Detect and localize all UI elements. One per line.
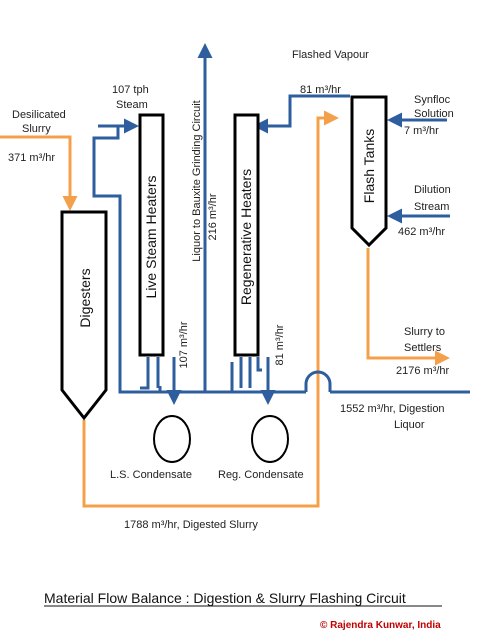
liquor-circuit-label: Liquor to Bauxite Grinding Circuit: [191, 100, 203, 261]
synfloc-flow: 7 m³/hr: [404, 125, 439, 137]
flash-tanks-label: Flash Tanks: [361, 129, 377, 203]
copyright-text: © Rajendra Kunwar, India: [320, 620, 441, 631]
live-steam-heaters-label: Live Steam Heaters: [143, 176, 159, 299]
flash-bottom-return-line: [256, 357, 262, 372]
settlers-label-2: Settlers: [404, 342, 442, 354]
flashed-vapour-line: [253, 94, 350, 134]
flashed-vapour-flow: 81 m³/hr: [300, 84, 341, 96]
steam-word: Steam: [116, 99, 148, 111]
digested-slurry-line: [82, 110, 339, 508]
heater-return-line-1: [140, 357, 160, 390]
dilution-flow: 462 m³/hr: [398, 226, 445, 238]
flashed-vapour-label: Flashed Vapour: [292, 49, 369, 61]
ls-condensate-flow: 107 m³/hr: [178, 321, 190, 368]
diagram-title: Material Flow Balance : Digestion & Slur…: [44, 590, 406, 606]
digestion-liquor-label-2: Liquor: [394, 419, 425, 431]
dilution-label-2: Stream: [414, 201, 449, 213]
regenerative-heaters-label: Regenerative Heaters: [238, 169, 254, 305]
desilicated-label-1: Desilicated: [12, 109, 66, 121]
reg-condensate-tank: [251, 415, 289, 463]
desilicated-flow: 371 m³/hr: [8, 152, 55, 164]
reg-condensate-flow: 81 m³/hr: [274, 324, 286, 365]
digestion-liquor-line: [92, 124, 470, 394]
settlers-slurry-line: [366, 248, 450, 366]
digested-slurry-label: 1788 m³/hr, Digested Slurry: [124, 519, 258, 531]
hot-liquor-to-heaters-line: [158, 362, 234, 392]
steam-tph: 107 tph: [112, 84, 149, 96]
digestion-liquor-label-1: 1552 m³/hr, Digestion: [340, 403, 445, 415]
synfloc-label-2: Solution: [414, 108, 454, 120]
ls-condensate-tank: [153, 415, 191, 463]
desilicated-label-2: Slurry: [22, 123, 51, 135]
settlers-flow: 2176 m³/hr: [396, 365, 450, 377]
digesters-vessel: [60, 210, 108, 421]
desilicated-slurry-line: [0, 135, 78, 211]
flash-tanks-vessel: [350, 95, 388, 248]
live-steam-heaters-vessel: [138, 113, 165, 357]
settlers-label-1: Slurry to: [404, 326, 445, 338]
liquor-lines: [92, 43, 470, 405]
dilution-label-1: Dilution: [414, 184, 451, 196]
digesters-label: Digesters: [77, 268, 93, 327]
ls-condensate-label: L.S. Condensate: [110, 469, 192, 481]
slurry-lines: [0, 110, 450, 508]
liquor-circuit-flow: 216 m³/hr: [207, 193, 219, 240]
reg-condensate-label: Reg. Condensate: [218, 469, 304, 481]
heater-return-line-2: [239, 357, 252, 388]
synfloc-label-1: Synfloc: [414, 94, 451, 106]
regenerative-heaters-vessel: [233, 113, 260, 357]
pipe-crossover: [304, 370, 332, 392]
